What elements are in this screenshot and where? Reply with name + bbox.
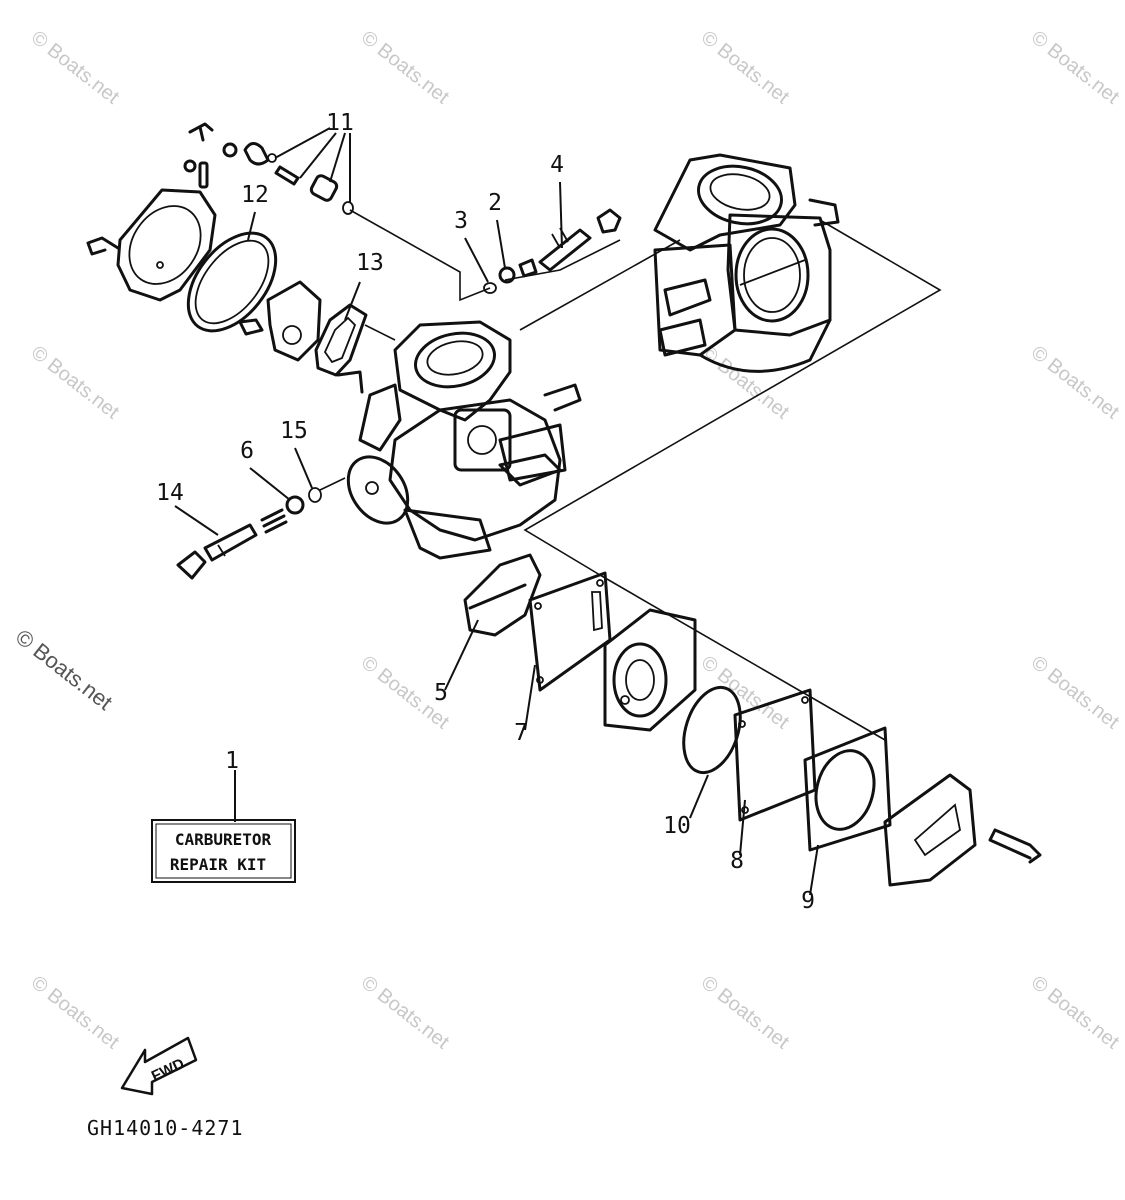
side-watermark: © Boats.net — [11, 624, 117, 715]
callout-number: 1 — [225, 748, 239, 774]
rear-carburetor — [653, 153, 840, 373]
part-4-needle-valve — [538, 208, 622, 272]
watermark-text: © Boats.net — [1027, 27, 1123, 109]
watermark-text: © Boats.net — [357, 27, 453, 109]
callout-number: 15 — [280, 418, 308, 444]
callout-number: 4 — [550, 152, 564, 178]
watermark-text: © Boats.net — [697, 27, 793, 109]
part-14-pilot-screw — [176, 523, 258, 580]
callout-number: 7 — [514, 720, 528, 746]
part-7-gasket — [528, 571, 612, 692]
watermark-text: © Boats.net — [357, 972, 453, 1054]
repair-kit-line2: REPAIR KIT — [170, 855, 266, 874]
watermark-text: © Boats.net — [27, 27, 123, 109]
part-5-diaphragm — [463, 553, 542, 637]
front-carburetor — [336, 320, 582, 560]
watermark-text: © Boats.net — [27, 342, 123, 424]
watermark-text: © Boats.net — [1027, 342, 1123, 424]
assembly-lines — [319, 209, 942, 741]
callout-number: 3 — [454, 208, 468, 234]
watermark-text: © Boats.net — [27, 972, 123, 1054]
watermark-text: © Boats.net — [697, 972, 793, 1054]
piston-holder — [238, 280, 322, 362]
callout-number: 5 — [434, 680, 448, 706]
part-3-o-ring — [483, 282, 497, 294]
part-15-o-ring — [308, 487, 322, 503]
part-13-gasket — [314, 303, 368, 377]
part-spring — [260, 508, 288, 534]
repair-kit-line1: CARBURETOR — [175, 830, 272, 849]
diagram-code: GH14010-4271 — [87, 1116, 244, 1140]
diaphragm-cover — [86, 188, 217, 302]
fuel-pump-body — [603, 608, 697, 732]
callout-number: 13 — [356, 250, 384, 276]
callout-number: 9 — [801, 888, 815, 914]
callout-number: 6 — [240, 438, 254, 464]
callout-number: 8 — [730, 848, 744, 874]
callout-number: 10 — [663, 813, 691, 839]
repair-kit-box: CARBURETOR REPAIR KIT — [151, 819, 296, 883]
watermark-layer: © Boats.net © Boats.net © Boats.net © Boats… — [27, 27, 1123, 1054]
leader-lines — [174, 127, 819, 896]
part-9-gasket — [803, 726, 892, 852]
callout-number: 2 — [488, 190, 502, 216]
part-12-diaphragm — [186, 231, 278, 333]
part-2-washer — [498, 258, 538, 284]
watermark-text: © Boats.net — [1027, 972, 1123, 1054]
part-11-screw-set — [183, 122, 354, 215]
callout-number: 12 — [241, 182, 269, 208]
callout-number: 11 — [326, 110, 354, 136]
watermark-text: © Boats.net — [697, 652, 793, 734]
watermark-text: © Boats.net — [1027, 652, 1123, 734]
callout-number: 14 — [156, 480, 184, 506]
pump-cover — [883, 773, 1042, 887]
forward-arrow-icon: FWD — [120, 1036, 198, 1096]
part-6-washer — [285, 495, 305, 515]
callout-labels: 11 12 13 32 4 15 6 14 5 7 10 8 9 1 — [156, 110, 815, 914]
